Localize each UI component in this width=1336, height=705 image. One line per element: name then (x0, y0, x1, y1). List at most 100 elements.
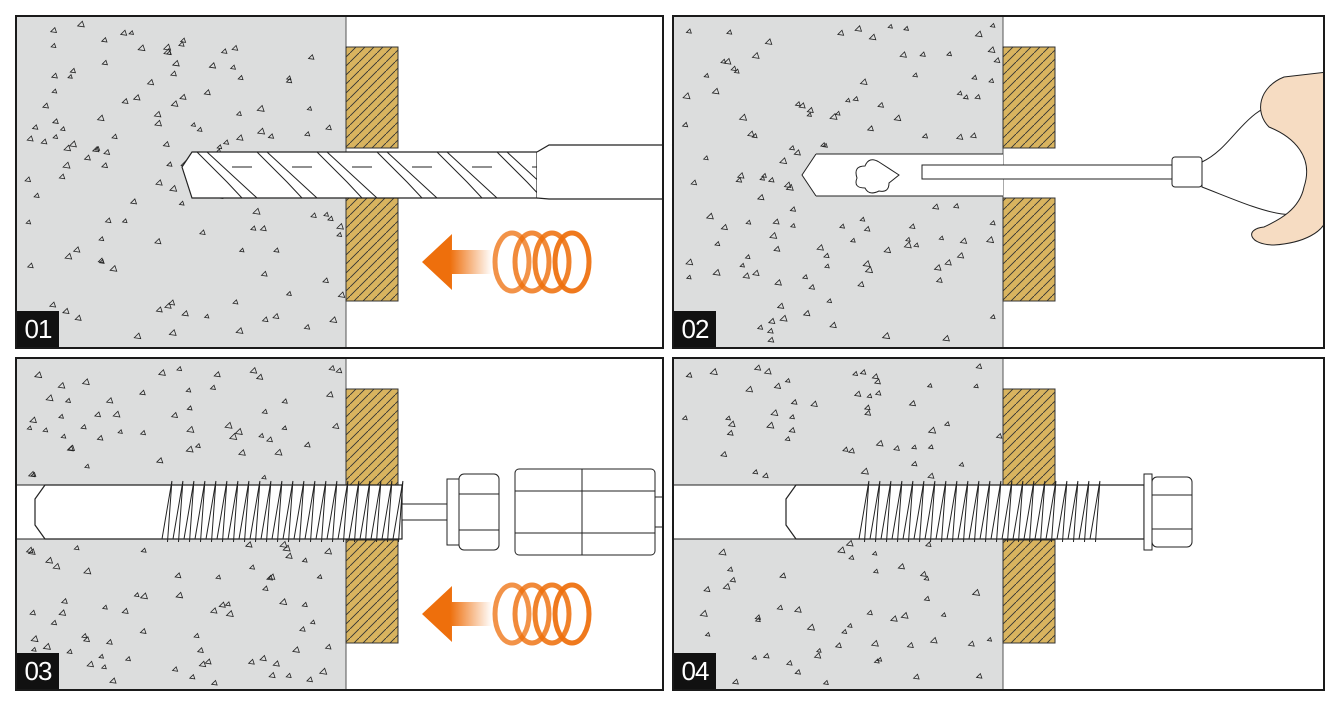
drill-flutes (196, 151, 558, 199)
hex-head (1151, 476, 1193, 548)
aggregate-speck (974, 93, 981, 100)
aggregate-speck (153, 110, 162, 118)
aggregate-speck (249, 225, 257, 231)
aggregate-speck (921, 132, 929, 139)
step-panel-1: 01 (15, 15, 664, 349)
aggregate-speck (67, 73, 73, 79)
aggregate-speck (128, 29, 135, 35)
aggregate-speck (712, 268, 721, 276)
aggregate-speck (194, 442, 201, 449)
aggregate-speck (306, 676, 314, 683)
aggregate-speck (310, 212, 317, 218)
aggregate-speck (322, 277, 329, 284)
wood-plank-lower (345, 539, 399, 644)
aggregate-speck (989, 314, 996, 320)
aggregate-speck (834, 642, 842, 649)
aggregate-speck (911, 72, 918, 78)
aggregate-speck (51, 88, 58, 94)
aggregate-speck (974, 30, 983, 38)
aggregate-speck (303, 130, 311, 137)
aggregate-speck (50, 72, 58, 79)
aggregate-speck (912, 673, 920, 680)
aggregate-speck (238, 247, 245, 253)
aggregate-speck (52, 133, 59, 139)
aggregate-speck (252, 207, 261, 215)
aggregate-speck (155, 306, 163, 313)
aggregate-speck (788, 414, 795, 420)
aggregate-speck (94, 146, 101, 151)
aggregate-speck (80, 423, 87, 430)
aggregate-speck (935, 276, 943, 283)
aggregate-speck (220, 48, 228, 54)
aggregate-speck (958, 461, 965, 467)
aggregate-speck (690, 179, 698, 186)
aggregate-speck (967, 640, 975, 647)
aggregate-speck (137, 44, 146, 52)
aggregate-speck (169, 70, 177, 77)
aggregate-speck (231, 44, 239, 51)
aggregate-speck (255, 373, 264, 380)
aggregate-speck (705, 212, 714, 220)
aggregate-speck (762, 652, 770, 659)
hex-head-edges (459, 493, 499, 531)
aggregate-speck (282, 544, 291, 552)
aggregate-speck (726, 29, 733, 35)
aggregate-speck (26, 262, 34, 269)
aggregate-speck (104, 217, 112, 224)
aggregate-speck (139, 627, 147, 634)
aggregate-speck (704, 631, 711, 637)
aggregate-speck (870, 639, 879, 647)
aggregate-speck (808, 283, 816, 290)
aggregate-speck (101, 59, 108, 66)
aggregate-speck (975, 672, 983, 679)
aggregate-speck (329, 316, 338, 324)
aggregate-speck (98, 258, 105, 264)
aggregate-speck (232, 299, 239, 305)
aggregate-speck (274, 448, 283, 456)
aggregate-speck (68, 140, 77, 148)
aggregate-speck (31, 124, 39, 130)
aggregate-speck (834, 110, 841, 116)
aggregate-speck (121, 218, 128, 224)
aggregate-speck (208, 62, 217, 69)
aggregate-speck (97, 257, 104, 263)
aggregate-speck (873, 378, 881, 385)
aggregate-speck (72, 246, 81, 253)
aggregate-speck (847, 447, 855, 454)
aggregate-speck (779, 572, 787, 579)
aggregate-speck (793, 149, 801, 156)
screw-threads (161, 480, 404, 543)
aggregate-speck (942, 334, 950, 342)
aggregate-speck (989, 22, 996, 28)
aggregate-speck (325, 124, 332, 131)
aggregate-speck (179, 93, 187, 100)
aggregate-speck (854, 25, 863, 32)
aggregate-speck (318, 667, 328, 675)
aggregate-speck (26, 425, 33, 431)
aggregate-speck (301, 601, 308, 608)
aggregate-speck (773, 245, 781, 252)
aggregate-speck (685, 371, 693, 378)
aggregate-speck (863, 404, 871, 411)
wood-plank-lower (1002, 539, 1056, 644)
aggregate-speck (336, 231, 343, 237)
aggregate-speck (121, 607, 129, 614)
rotation-arrow-icon (422, 234, 492, 290)
aggregate-speck (735, 176, 743, 183)
aggregate-speck (751, 51, 760, 59)
aggregate-speck (59, 126, 66, 132)
aggregate-speck (927, 472, 935, 479)
screw-anchor-icon (785, 484, 1145, 540)
aggregate-speck (101, 162, 109, 169)
aggregate-speck (848, 554, 855, 560)
aggregate-speck (96, 114, 105, 122)
aggregate-speck (168, 328, 177, 336)
aggregate-speck (989, 220, 996, 226)
aggregate-speck (209, 384, 217, 391)
aggregate-speck (903, 25, 910, 31)
aggregate-speck (988, 77, 995, 84)
aggregate-speck (773, 382, 782, 389)
aggregate-speck (927, 426, 937, 434)
aggregate-speck (166, 161, 173, 167)
aggregate-speck (699, 609, 708, 617)
